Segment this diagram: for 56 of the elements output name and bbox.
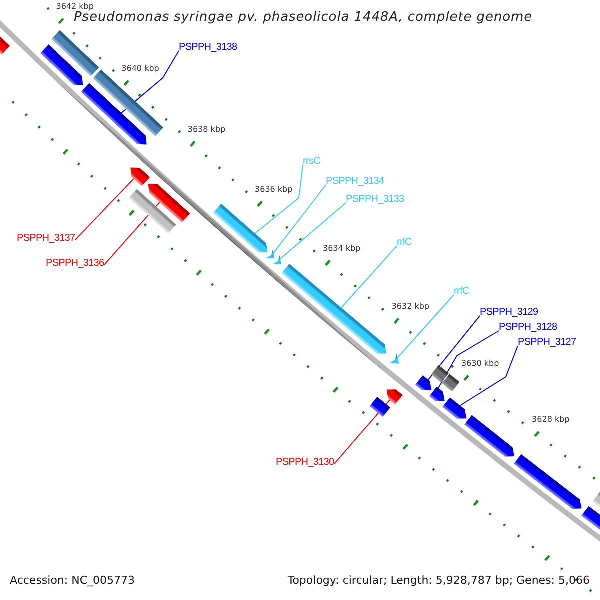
gene-label: PSPPH_3133 [346, 194, 404, 206]
gene-label: PSPPH_3136 [46, 258, 104, 270]
feature-block [52, 30, 100, 76]
scale-label: 3640 kbp [122, 64, 160, 74]
leader-line [334, 400, 390, 465]
leader-line [273, 184, 326, 254]
scale-label: 3636 kbp [255, 184, 293, 195]
gene-feature [514, 454, 582, 510]
gene-label: PSPPH_3138 [179, 42, 238, 54]
gene-feature [386, 390, 403, 405]
gene-feature [442, 398, 467, 419]
gene-feature [415, 376, 432, 391]
leader-line [280, 202, 346, 260]
gene-label: rrsC [303, 156, 320, 168]
gene-feature [81, 83, 147, 145]
gene-chevron-marker [389, 354, 400, 364]
gene-feature [130, 168, 150, 186]
leader-line [460, 346, 518, 406]
feature-block [128, 189, 176, 234]
gene-label: PSPPH_3130 [276, 457, 334, 469]
accession-text: Accession: NC_005773 [10, 574, 136, 588]
gene-chevron-marker [272, 255, 282, 264]
scale-label: 3638 kbp [188, 124, 226, 135]
map-title: Pseudomonas syringae pv. phaseolicola 1448A, complete genome [74, 10, 533, 26]
scale-label: 3630 kbp [462, 359, 500, 370]
leader-line [438, 330, 500, 389]
leader-line [340, 246, 398, 308]
gene-chevron-marker [265, 249, 275, 258]
scale-label: 3628 kbp [532, 415, 570, 426]
feature-block [370, 396, 391, 418]
gene-label: rrfC [454, 286, 470, 298]
leader-line [428, 316, 480, 380]
feature-block [442, 374, 460, 392]
gene-label: PSPPH_3137 [17, 233, 76, 245]
feature-block [431, 365, 449, 383]
feature-block [582, 506, 600, 530]
gene-label: PSPPH_3134 [326, 176, 384, 188]
leader-line [121, 50, 180, 114]
gene-label: PSPPH_3128 [499, 322, 558, 334]
gene-label: PSPPH_3129 [480, 307, 538, 319]
gene-label: PSPPH_3127 [518, 337, 576, 349]
genome-summary-text: Topology: circular; Length: 5,928,787 bp; Genes: 5,066 [288, 574, 590, 588]
gene-feature [464, 415, 515, 457]
feature-block [0, 36, 10, 55]
leader-line [74, 178, 134, 241]
gene-feature [429, 386, 445, 402]
scale-label: 3634 kbp [323, 244, 361, 254]
gene-feature [148, 184, 190, 222]
feature-block [592, 492, 600, 508]
leader-line [397, 294, 454, 358]
gene-label: rrlC [397, 237, 412, 249]
gene-feature [213, 204, 268, 253]
gene-feature [282, 264, 386, 354]
scale-label: 3642 kbp [56, 2, 94, 12]
gene-feature [40, 44, 84, 86]
leader-line [254, 164, 304, 234]
